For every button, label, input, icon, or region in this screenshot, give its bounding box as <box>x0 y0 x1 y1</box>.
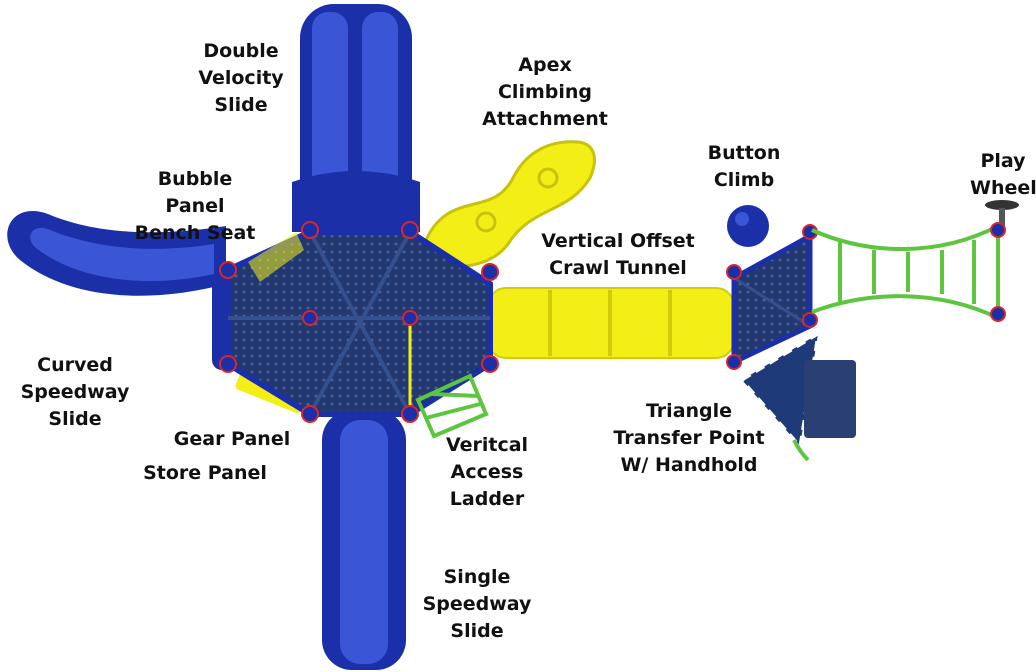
single-speedway-slide <box>322 410 406 670</box>
label-double-velocity-slide: Double Velocity Slide <box>198 40 284 116</box>
label-triangle-transfer-point: Triangle Transfer Point W/ Handhold <box>613 400 765 476</box>
vertical-access-ladder <box>415 373 489 439</box>
play-wheel <box>985 200 1019 322</box>
double-velocity-slide <box>292 4 420 232</box>
main-deck <box>219 221 499 423</box>
label-button-climb: Button Climb <box>707 142 781 191</box>
label-vertical-access-ladder: Veritcal Access Ladder <box>445 434 529 510</box>
label-vertical-offset-crawl-tunnel: Vertical Offset Crawl Tunnel <box>541 230 695 279</box>
chain-bridge <box>811 224 1000 320</box>
label-apex-climbing-attachment: Apex Climbing Attachment <box>482 54 608 130</box>
label-curved-speedway-slide: Curved Speedway Slide <box>20 354 130 430</box>
label-single-speedway-slide: Single Speedway Slide <box>422 566 532 642</box>
label-play-wheel: Play Wheel <box>970 150 1036 199</box>
label-bubble-panel-bench-seat: Bubble Panel Bench Seat <box>134 168 256 244</box>
label-store-panel: Store Panel <box>143 462 267 484</box>
vertical-offset-crawl-tunnel <box>487 287 735 359</box>
button-climb <box>727 205 769 247</box>
label-gear-panel: Gear Panel <box>173 428 291 450</box>
